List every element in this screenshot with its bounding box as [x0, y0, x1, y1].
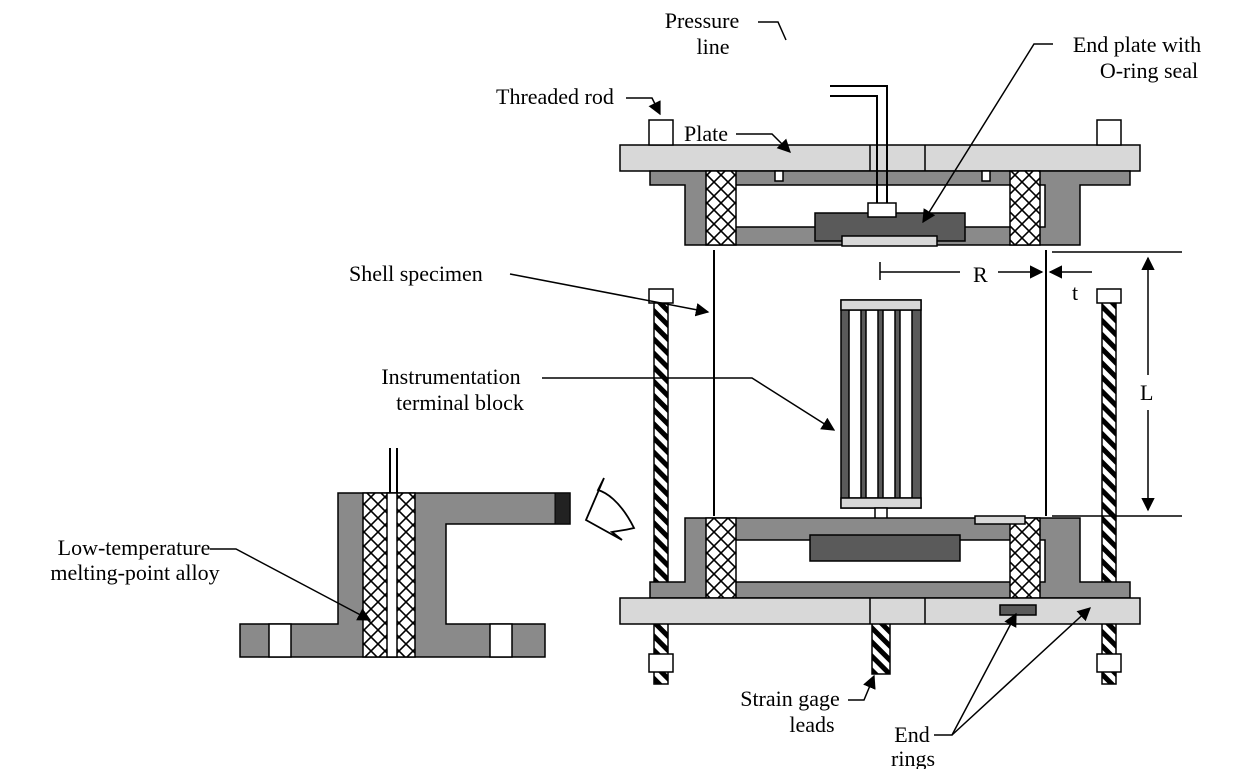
strain-gage-label-1: Strain gage — [740, 686, 840, 711]
shell-specimen-label: Shell specimen — [349, 261, 483, 286]
top-plate — [619, 119, 1141, 172]
dim-R-label: R — [973, 262, 988, 287]
terminal-block — [840, 299, 922, 509]
end-rings-label-2: rings — [891, 746, 935, 769]
end-rings-label-1: End — [894, 722, 929, 747]
strain-gage-label-2: leads — [789, 712, 834, 737]
plate-label: Plate — [684, 121, 728, 146]
instrumentation-label-1: Instrumentation — [381, 364, 520, 389]
pressure-line — [830, 85, 888, 203]
end-plate-label-2: O-ring seal — [1100, 58, 1198, 83]
labels: Pressure line End plate with O-ring seal… — [50, 8, 1201, 769]
dim-L-label: L — [1140, 380, 1153, 405]
bottom-plate — [619, 597, 1141, 625]
end-plate-label-1: End plate with — [1073, 32, 1201, 57]
lower-end-ring — [649, 515, 1131, 599]
detail-view — [239, 448, 636, 658]
low-temp-label-1: Low-temperature — [58, 535, 211, 560]
detail-callout-arrow — [584, 477, 636, 541]
low-temp-label-2: melting-point alloy — [50, 560, 219, 585]
dimensions: R t L — [879, 251, 1182, 517]
top-end-plate — [814, 202, 966, 247]
instrumentation-label-2: terminal block — [396, 390, 524, 415]
pressure-line-label-2: line — [697, 34, 730, 59]
dim-t-label: t — [1072, 280, 1078, 305]
main-fixture — [619, 85, 1141, 685]
threaded-rod-label: Threaded rod — [496, 84, 614, 109]
pressure-line-label-1: Pressure — [665, 8, 740, 33]
